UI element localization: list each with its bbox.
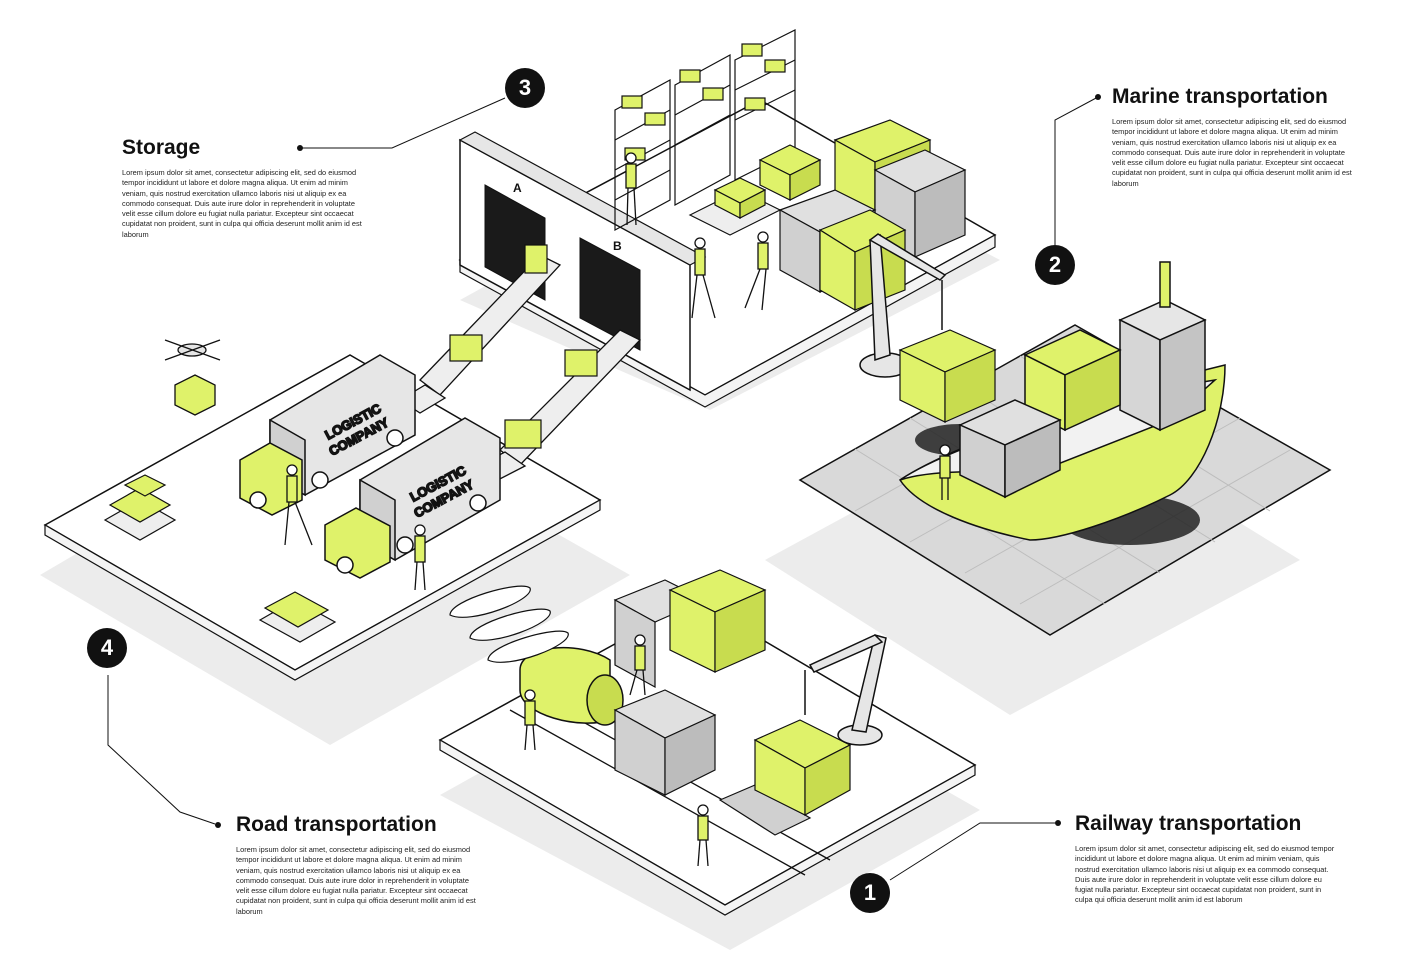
step-badge-road: 4 xyxy=(87,628,127,668)
worker xyxy=(697,804,709,867)
storage-title: Storage xyxy=(122,136,201,159)
container-wagon xyxy=(613,689,812,836)
storage-description: Lorem ipsum dolor sit amet, consectetur … xyxy=(122,168,362,239)
step-badge-storage: 3 xyxy=(505,68,545,108)
marine-title: Marine transportation xyxy=(1112,85,1328,108)
port-crane xyxy=(859,233,947,378)
worker xyxy=(939,444,951,500)
door-b xyxy=(579,237,641,351)
worker xyxy=(414,524,426,591)
worker xyxy=(744,231,769,311)
marine-section: Marine transportation Lorem ipsum dolor … xyxy=(1112,85,1352,189)
road-platform-edge xyxy=(44,498,601,681)
delivery-drone xyxy=(164,339,221,416)
railway-platform-edge xyxy=(439,738,976,916)
road-pallet-boxes xyxy=(103,474,337,643)
road-description: Lorem ipsum dolor sit amet, consectetur … xyxy=(236,845,476,916)
tank-wagon xyxy=(519,646,624,726)
storage-boxes xyxy=(688,144,822,236)
marine-description: Lorem ipsum dolor sit amet, consectetur … xyxy=(1112,117,1352,188)
callout-dots xyxy=(215,94,1101,828)
road-title: Road transportation xyxy=(236,813,437,836)
storage-containers xyxy=(778,119,967,312)
truck-2: LOGISTIC COMPANY xyxy=(324,417,501,579)
worker xyxy=(625,152,637,226)
railway-description: Lorem ipsum dolor sit amet, consectetur … xyxy=(1075,844,1335,905)
road-section: Road transportation Lorem ipsum dolor si… xyxy=(236,813,476,917)
hanging-container xyxy=(898,329,997,423)
worker xyxy=(524,689,536,751)
door-a-label: A xyxy=(513,181,522,195)
worker xyxy=(284,464,313,546)
railway-section: Railway transportation Lorem ipsum dolor… xyxy=(1075,812,1340,906)
railway-containers xyxy=(613,569,852,817)
door-b-label: B xyxy=(613,239,622,253)
step-badge-marine: 2 xyxy=(1035,245,1075,285)
callout-lines xyxy=(107,96,1099,881)
conveyor-boxes xyxy=(449,244,598,449)
worker xyxy=(691,237,716,319)
worker xyxy=(629,634,646,696)
railway-crane xyxy=(804,634,887,746)
cargo-ship xyxy=(898,261,1226,541)
railway-title: Railway transportation xyxy=(1075,812,1302,835)
storage-section: Storage Lorem ipsum dolor sit amet, cons… xyxy=(122,136,362,240)
step-badge-railway: 1 xyxy=(850,873,890,913)
stepping-tiles xyxy=(449,585,569,663)
workers xyxy=(284,152,951,867)
